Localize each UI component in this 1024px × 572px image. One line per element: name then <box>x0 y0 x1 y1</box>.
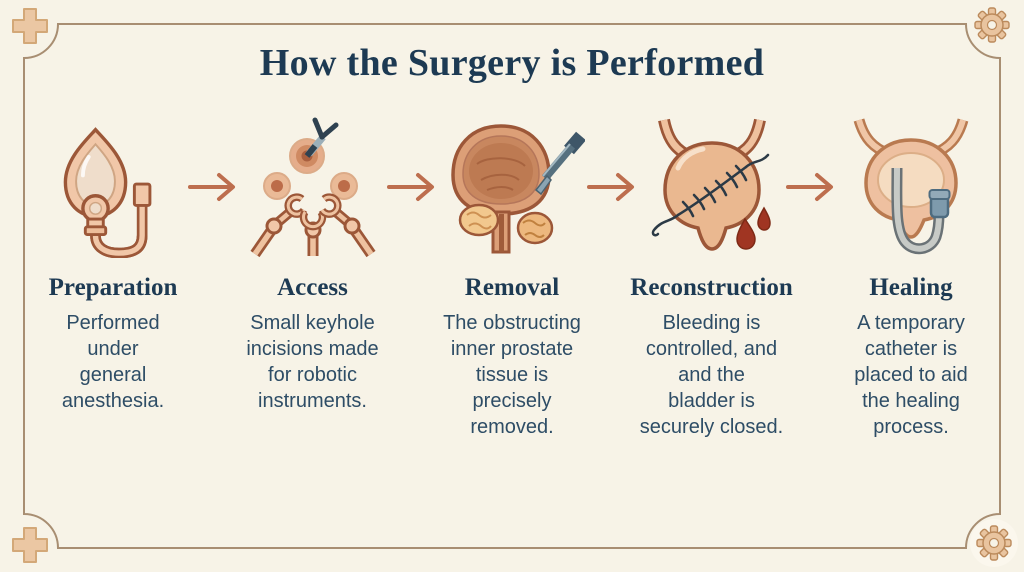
step-access: Access Small keyhole incisions made for … <box>233 114 393 440</box>
step-title: Reconstruction <box>630 273 793 301</box>
step-illustration <box>439 114 585 260</box>
step-description: The obstructing inner prostate tissue is… <box>443 311 581 438</box>
robotic-ports-icon <box>249 117 376 257</box>
step-description: Bleeding is controlled, and and the blad… <box>639 311 784 438</box>
step-title: Removal <box>464 273 560 301</box>
anesthesia-mask-icon <box>63 126 152 258</box>
step-removal: Removal The obstructing inner prostate t… <box>432 114 592 440</box>
step-description: A temporary catheter is placed to aid th… <box>854 311 968 438</box>
steps-row: Preparation Performed under general anes… <box>33 114 991 440</box>
flow-arrow <box>387 114 435 440</box>
step-description: Small keyhole incisions made for robotic… <box>246 311 379 412</box>
step-title: Healing <box>869 273 953 301</box>
right-arrow-icon <box>187 172 235 201</box>
step-title: Preparation <box>48 273 178 301</box>
step-description: Performed under general anesthesia. <box>61 311 165 412</box>
right-arrow-icon <box>586 172 634 201</box>
step-title: Access <box>277 273 348 301</box>
page-title: How the Surgery is Performed <box>259 42 765 84</box>
step-preparation: Preparation Performed under general anes… <box>33 114 193 440</box>
flow-arrow <box>187 114 235 440</box>
step-healing: Healing A temporary catheter is placed t… <box>831 114 991 440</box>
step-illustration <box>243 114 383 260</box>
right-arrow-icon <box>387 172 435 201</box>
step-illustration <box>45 114 181 260</box>
prostate-removal-icon <box>451 123 585 254</box>
step-reconstruction: Reconstruction Bleeding is controlled, a… <box>630 114 793 440</box>
step-illustration <box>642 114 782 260</box>
catheter-icon <box>853 118 969 254</box>
right-arrow-icon <box>786 172 834 201</box>
flow-arrow <box>586 114 634 440</box>
frame-border <box>23 23 1001 549</box>
bladder-suture-icon <box>651 118 771 251</box>
flow-arrow <box>786 114 834 440</box>
step-illustration <box>841 114 981 260</box>
